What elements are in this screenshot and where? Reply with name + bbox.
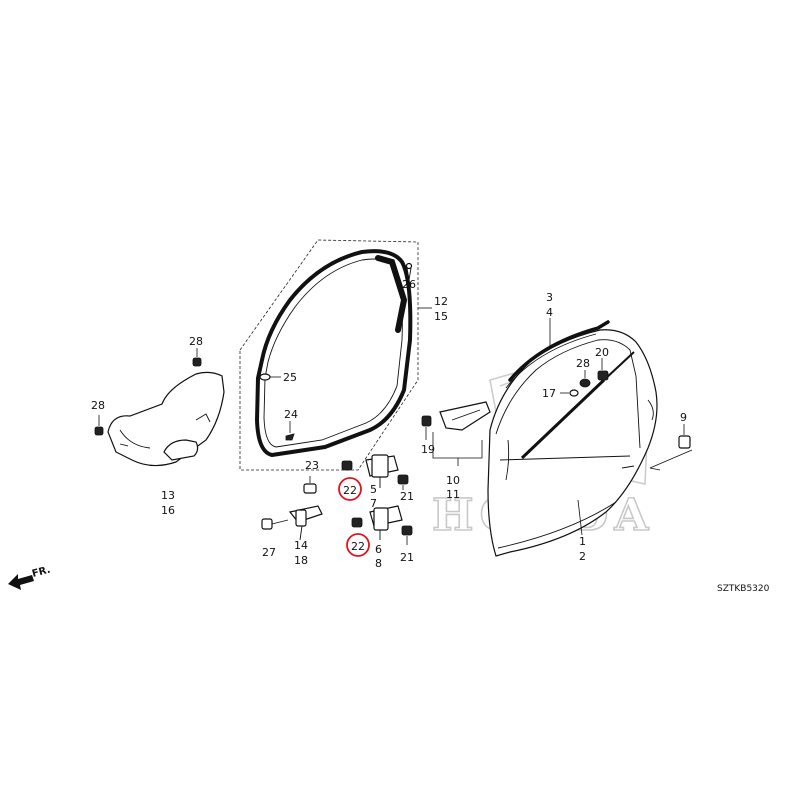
door-shell [487,320,658,557]
callout-11: 11 [446,488,460,501]
callout-9: 9 [680,411,687,424]
bolt-21-lower [401,525,413,545]
callout-28-upper: 28 [189,335,203,348]
grommet-20 [597,358,609,381]
door-stopper-10-11 [439,401,491,431]
lower-hinge-6-8 [369,505,403,540]
front-direction-label: FR. [31,564,52,579]
callout-28-door: 28 [576,357,590,370]
bolt-23 [303,476,317,494]
callout-7: 7 [370,497,377,510]
callout-18: 18 [294,554,308,567]
callout-2: 2 [579,550,586,563]
callout-27: 27 [262,546,276,559]
highlight-circle-22-lower [346,533,370,557]
upper-hinge-5-7 [365,454,399,488]
callout-3: 3 [546,291,553,304]
callout-4: 4 [546,306,553,319]
callout-25: 25 [283,371,297,384]
callout-5: 5 [370,483,377,496]
callout-15: 15 [434,310,448,323]
weatherstrip-group-boundary [239,239,419,471]
callout-21-lower: 21 [400,551,414,564]
callouts: 1 2 3 4 5 6 7 8 9 10 11 12 13 14 15 16 1… [91,278,687,570]
callout-6: 6 [375,543,382,556]
callout-8: 8 [375,557,382,570]
bolt-22-lower [351,517,363,528]
callout-28-left: 28 [91,399,105,412]
callout-13: 13 [161,489,175,502]
callout-10: 10 [446,474,460,487]
callout-22-upper: 22 [343,484,357,497]
door-stopper-9 [678,424,691,449]
callout-19: 19 [421,443,435,456]
highlight-circle-22-upper [338,477,362,501]
leader-10-11 [432,432,483,459]
callout-17: 17 [542,387,556,400]
callout-26: 26 [402,278,416,291]
door-weatherstrip [255,249,413,457]
front-arrow-icon [8,574,34,590]
callout-20: 20 [595,346,609,359]
callout-21-upper: 21 [400,490,414,503]
clip-26 [405,262,413,281]
callout-1: 1 [579,535,586,548]
clip-24 [285,421,295,441]
callout-16: 16 [161,504,175,517]
nut-28-left [94,415,104,436]
callout-24: 24 [284,408,298,421]
door-inner-seal-panel [107,371,225,467]
callout-23: 23 [305,459,319,472]
door-checker-14-18 [288,505,323,541]
bolt-21-upper [397,474,409,490]
bolt-19 [421,415,432,440]
callout-22-lower: 22 [351,540,365,553]
plug-28-door [579,370,591,388]
callout-14: 14 [294,539,308,552]
plug-17 [560,389,579,397]
callout-12: 12 [434,295,448,308]
diagram-code: SZTKB5320 [717,584,770,594]
nut-28-upper [192,348,202,367]
front-direction-indicator: FR. [8,564,52,590]
bolt-27 [261,518,289,530]
bolt-22-upper [341,460,353,471]
clip-25 [259,373,281,381]
